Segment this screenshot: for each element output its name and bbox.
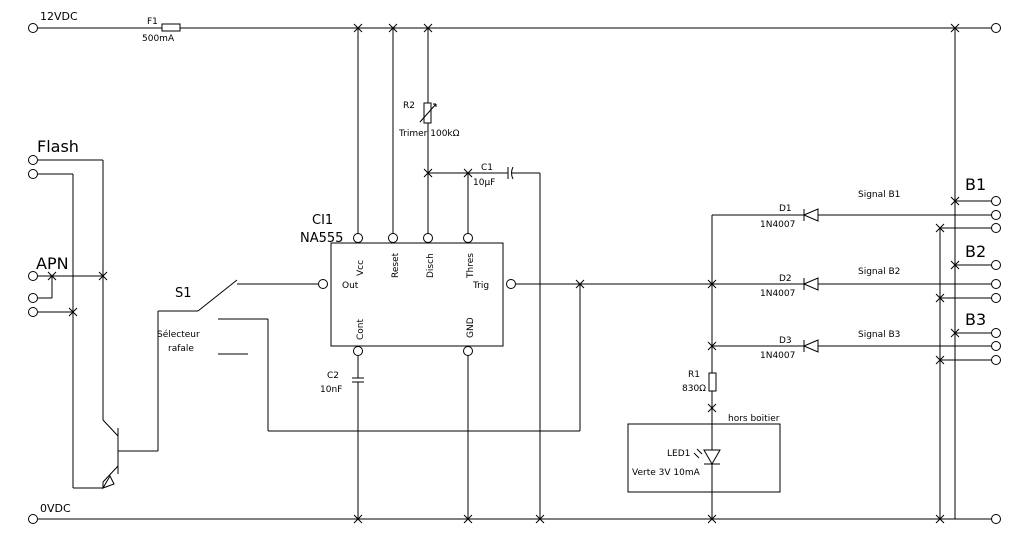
output-b1-label: B1 bbox=[965, 175, 986, 194]
pin-gnd: GND bbox=[466, 317, 476, 338]
output-b3-label: B3 bbox=[965, 310, 986, 329]
r2-trimmer bbox=[419, 102, 437, 124]
pin-reset: Reset bbox=[391, 252, 401, 278]
signal-b1: Signal B1 bbox=[858, 190, 900, 200]
c1-value: 10µF bbox=[473, 178, 495, 188]
pin-out: Out bbox=[342, 281, 359, 291]
bottom-rail-label: 0VDC bbox=[40, 502, 71, 515]
signal-b2: Signal B2 bbox=[858, 267, 900, 277]
top-rail-label: 12VDC bbox=[40, 10, 78, 23]
fuse-f1 bbox=[161, 23, 181, 32]
flash-label: Flash bbox=[37, 137, 79, 156]
external-box bbox=[627, 423, 781, 493]
r1-ref: R1 bbox=[688, 370, 700, 380]
r2-ref: R2 bbox=[403, 101, 415, 111]
ic-part: NA555 bbox=[300, 231, 343, 246]
transistor-q1 bbox=[73, 419, 119, 489]
r1-resistor bbox=[708, 372, 717, 392]
top-rail bbox=[28, 23, 1001, 33]
pin-cont: Cont bbox=[356, 319, 366, 340]
external-box-title: hors boitier bbox=[728, 414, 780, 424]
d3-part: 1N4007 bbox=[760, 351, 795, 361]
apn-label: APN bbox=[36, 254, 69, 273]
c2-ref: C2 bbox=[327, 371, 339, 381]
pin-trig: Trig bbox=[472, 281, 489, 291]
d3-ref: D3 bbox=[779, 336, 792, 346]
switch-label-2: rafale bbox=[168, 344, 194, 354]
fuse-value: 500mA bbox=[142, 34, 175, 44]
fuse-ref: F1 bbox=[147, 17, 158, 27]
d2-ref: D2 bbox=[779, 274, 792, 284]
led-desc: Verte 3V 10mA bbox=[632, 468, 701, 478]
ic-555-body bbox=[330, 242, 504, 347]
ic-ref: CI1 bbox=[312, 213, 333, 228]
pin-thres: Thres bbox=[466, 253, 476, 279]
signal-b3: Signal B3 bbox=[858, 330, 900, 340]
bottom-rail bbox=[28, 514, 1001, 524]
c2-value: 10nF bbox=[320, 385, 342, 395]
led-ref: LED1 bbox=[667, 449, 690, 459]
r2-value: Trimer 100kΩ bbox=[398, 129, 460, 139]
switch-ref: S1 bbox=[175, 286, 192, 301]
led1 bbox=[693, 448, 721, 466]
d1-ref: D1 bbox=[779, 204, 792, 214]
r1-value: 830Ω bbox=[682, 384, 706, 394]
c1-ref: C1 bbox=[481, 163, 493, 173]
pin-vcc: Vcc bbox=[356, 260, 366, 276]
output-b2-label: B2 bbox=[965, 242, 986, 261]
d2-part: 1N4007 bbox=[760, 289, 795, 299]
switch-label-1: Sélecteur bbox=[157, 329, 200, 340]
pin-disch: Disch bbox=[426, 253, 436, 278]
d1-part: 1N4007 bbox=[760, 220, 795, 230]
